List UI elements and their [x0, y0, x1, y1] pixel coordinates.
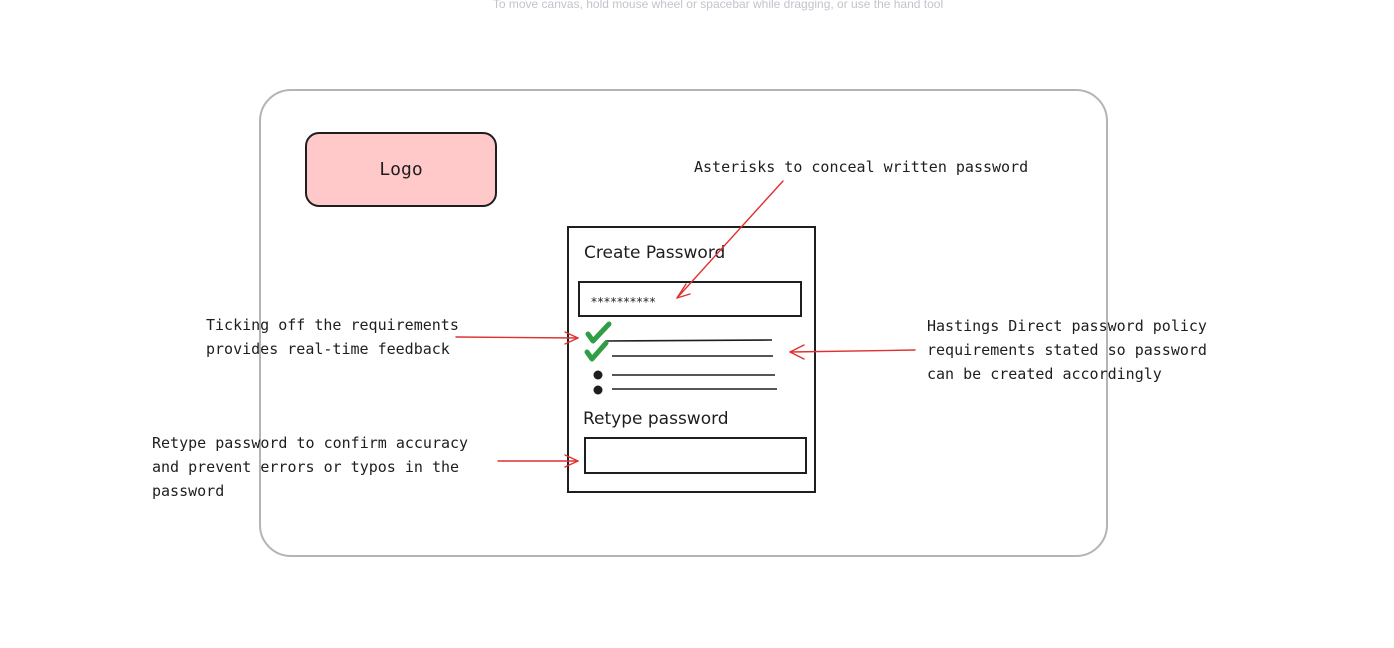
create-password-label: Create Password — [584, 243, 726, 263]
annotation-line: requirements stated so password — [927, 341, 1207, 359]
annotation-line: Retype password to confirm accuracy — [152, 434, 469, 452]
canvas-hint: To move canvas, hold mouse wheel or spac… — [492, 0, 944, 11]
logo-box: Logo — [305, 132, 497, 207]
password-value: ********** — [591, 295, 656, 309]
annotation-line: provides real-time feedback — [206, 340, 450, 358]
annotation-line: password — [152, 482, 225, 500]
page-frame — [259, 89, 1108, 557]
retype-password-label: Retype password — [583, 409, 729, 429]
annotation-line: Asterisks to conceal written password — [694, 158, 1029, 176]
annotation-line: Hastings Direct password policy — [927, 317, 1207, 335]
annotation-retype: Retype password to confirm accuracy and … — [152, 431, 468, 503]
annotation-line: Ticking off the requirements — [206, 316, 459, 334]
annotation-policy: Hastings Direct password policy requirem… — [927, 314, 1207, 386]
retype-password-input[interactable] — [584, 437, 807, 474]
annotation-line: and prevent errors or typos in the — [152, 458, 460, 476]
annotation-ticking: Ticking off the requirements provides re… — [206, 313, 459, 361]
annotation-line: can be created accordingly — [927, 365, 1162, 383]
logo-label: Logo — [379, 159, 423, 180]
annotation-asterisks: Asterisks to conceal written password — [694, 155, 1028, 179]
